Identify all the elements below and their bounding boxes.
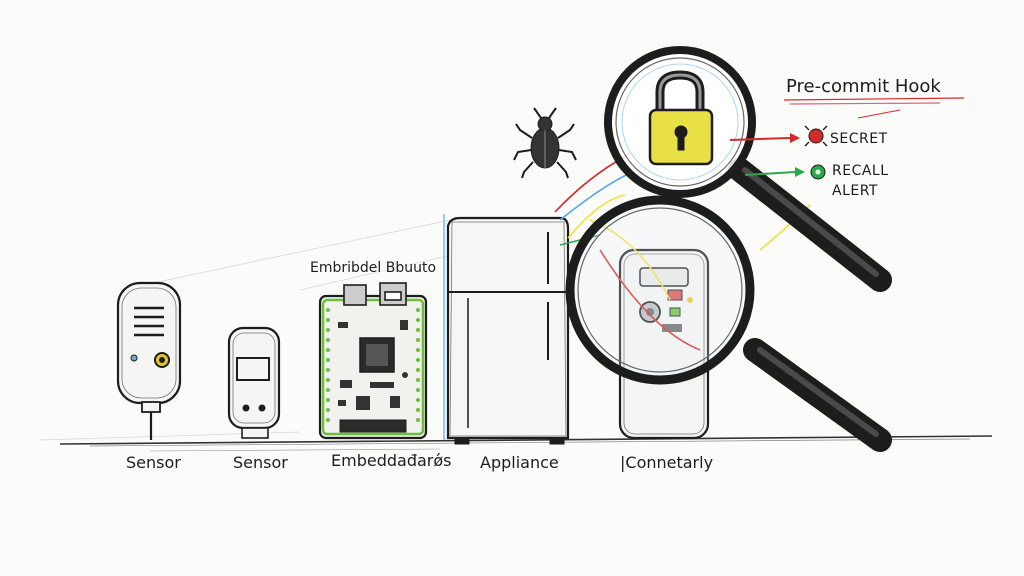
device-label-sensor-1: Sensor [126, 453, 181, 472]
device-label-appliance: Appliance [480, 453, 559, 472]
pin-header-left [326, 308, 330, 422]
secret-label: SECRET [830, 131, 888, 147]
secret-bug-icon [804, 125, 828, 147]
hook-title: Pre-commit Hook [786, 76, 941, 97]
device-label-embedded: Embeddađarǿs [331, 451, 451, 470]
embedded-board [318, 282, 428, 440]
magnifying-glass-lower [565, 195, 892, 452]
sensor-device-2 [227, 326, 281, 439]
components [338, 320, 408, 410]
connected-device [618, 248, 710, 440]
appliance-fridge [443, 214, 570, 445]
hook-title-underline [783, 97, 965, 105]
recall-arrow [744, 167, 805, 177]
sensor-device-1 [116, 281, 182, 440]
beetle-icon [513, 107, 577, 179]
device-label-connected: |Connetarly [620, 453, 713, 472]
usb-connectors [343, 282, 407, 306]
device-label-sensor-2: Sensor [233, 453, 288, 472]
hook-pointer-line [857, 109, 901, 119]
bottom-header [339, 419, 407, 433]
secret-arrow [729, 133, 800, 143]
alert-label: ALERT [832, 183, 878, 199]
pin-header-right [416, 308, 420, 422]
recall-alert-icon [810, 164, 826, 180]
vent-lines [134, 306, 164, 337]
padlock-icon [648, 70, 714, 166]
embedded-board-title: Embribdel Bbuuto [310, 260, 436, 276]
recall-label: RECALL [832, 163, 889, 179]
ground-line [59, 435, 993, 452]
